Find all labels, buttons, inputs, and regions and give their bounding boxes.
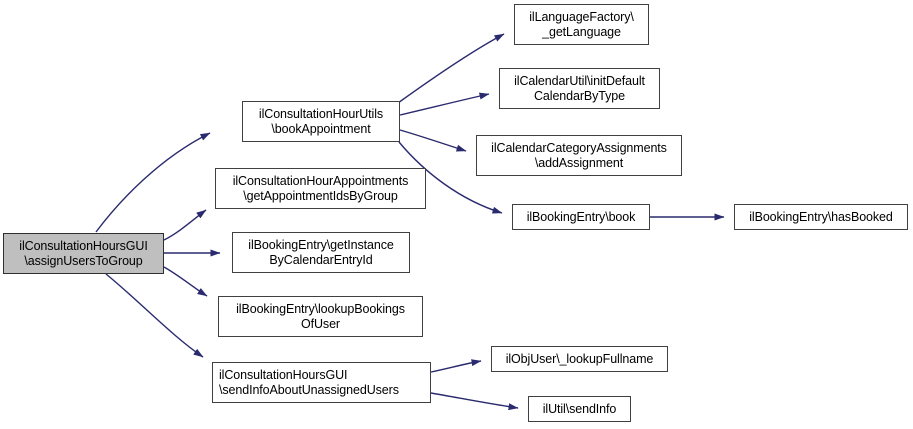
edge-book-to-init-default-calendar <box>399 92 490 116</box>
node-util-send-info[interactable]: ilUtil\sendInfo <box>528 396 631 422</box>
node-lookup-fullname[interactable]: ilObjUser\_lookupFullname <box>491 346 668 372</box>
node-label-line: \sendInfoAboutUnassignedUsers <box>219 382 399 397</box>
node-label-line: ilConsultationHoursGUI <box>19 238 148 253</box>
node-label-line: \assignUsersToGroup <box>24 253 143 268</box>
node-label-line: ilConsultationHoursGUI <box>219 367 348 382</box>
node-label-line: ilLanguageFactory\ <box>529 9 634 24</box>
node-add-assignment[interactable]: ilCalendarCategoryAssignments\addAssignm… <box>476 135 682 176</box>
node-book-appointment[interactable]: ilConsultationHourUtils\bookAppointment <box>242 101 400 142</box>
node-label-line: CalendarByType <box>533 88 625 103</box>
node-booking-entry-book[interactable]: ilBookingEntry\book <box>512 204 650 230</box>
node-booking-entry-has-booked[interactable]: ilBookingEntry\hasBooked <box>734 204 908 230</box>
node-label-line: OfUser <box>301 316 340 331</box>
node-get-appointment-ids-by-group[interactable]: ilConsultationHourAppointments\getAppoin… <box>215 168 426 209</box>
edge-book-to-get-language <box>397 33 505 104</box>
edge-root-to-get-appointment-ids <box>163 209 207 241</box>
node-label-line: ByCalendarEntryId <box>269 252 373 267</box>
node-label-line: ilBookingEntry\getInstance <box>248 237 394 252</box>
node-label-line: ilBookingEntry\book <box>526 209 636 224</box>
node-label-line: ilCalendarCategoryAssignments <box>491 140 667 155</box>
edge-book-to-add-assignment <box>399 129 467 152</box>
node-label-line: ilBookingEntry\hasBooked <box>749 209 893 224</box>
node-label-line: ilConsultationHourAppointments <box>232 173 409 188</box>
node-label-line: ilUtil\sendInfo <box>542 401 617 416</box>
node-send-info-about-unassigned-users[interactable]: ilConsultationHoursGUI\sendInfoAboutUnas… <box>212 362 431 403</box>
node-label-line: \getAppointmentIdsByGroup <box>243 188 398 203</box>
node-get-language[interactable]: ilLanguageFactory\_getLanguage <box>514 4 649 45</box>
node-label-line: ilBookingEntry\lookupBookings <box>236 301 405 316</box>
edge-root-to-lookup-bookings <box>163 266 208 297</box>
node-label-line: \bookAppointment <box>271 121 371 136</box>
edge-send-info-unassigned-to-send-info <box>430 392 519 411</box>
node-label-line: ilConsultationHourUtils <box>258 106 384 121</box>
edge-root-to-send-info-unassigned <box>105 273 204 358</box>
node-assign-users-to-group[interactable]: ilConsultationHoursGUI\assignUsersToGrou… <box>3 233 164 274</box>
node-label-line: ilObjUser\_lookupFullname <box>505 351 654 366</box>
node-label-line: ilCalendarUtil\initDefault <box>514 73 645 88</box>
node-label-line: _getLanguage <box>542 24 621 39</box>
edge-root-to-book-appointment <box>95 132 211 233</box>
edge-send-info-unassigned-to-lookup-fullname <box>430 359 482 373</box>
node-label-line: \addAssignment <box>534 155 624 170</box>
